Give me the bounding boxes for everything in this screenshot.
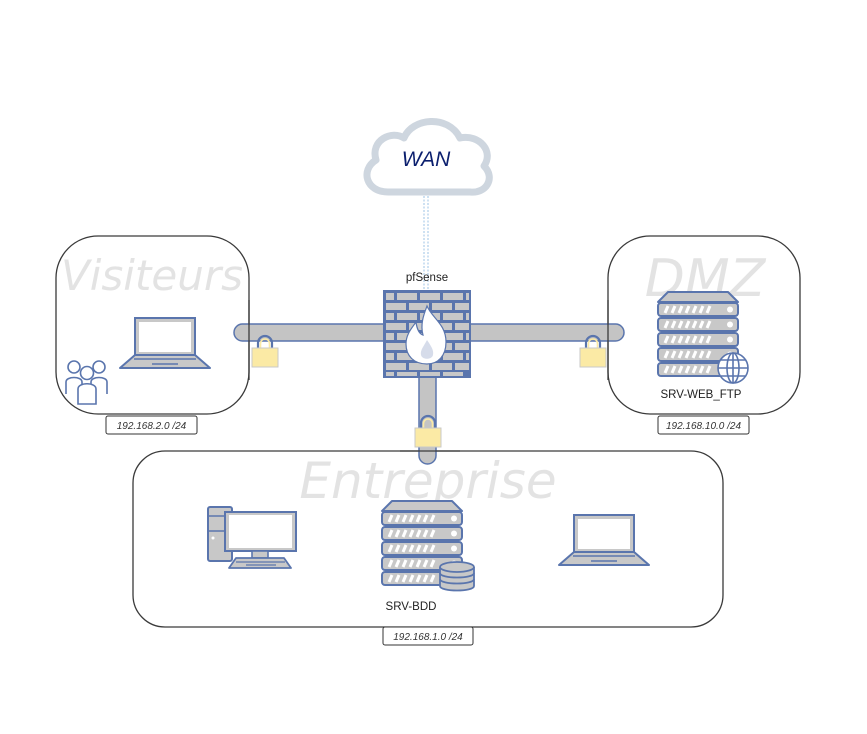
users-group-icon [65,360,108,405]
enterprise-desktop-icon[interactable] [207,506,297,569]
zone-visitors-title: Visiteurs [61,251,243,300]
db-server-label: SRV-BDD [386,601,437,613]
globe-icon [717,352,749,384]
subnet-visitors-label: 192.168.2.0 /24 [117,421,187,432]
cloud-icon [363,118,493,196]
wan-cloud[interactable]: WAN [363,118,493,196]
subnet-badge-dmz: 192.168.10.0 /24 [657,415,750,435]
dmz-web-server[interactable]: SRV-WEB_FTP [658,292,749,401]
firewall-pfsense[interactable]: pfSense [383,272,471,378]
firewall-label: pfSense [406,272,448,284]
enterprise-db-server[interactable]: SRV-BDD [382,501,475,613]
database-icon [439,561,475,592]
flame-icon [405,304,447,365]
subnet-badge-enterprise: 192.168.1.0 /24 [382,626,474,646]
pipe-visitors[interactable] [233,323,395,342]
web-server-label: SRV-WEB_FTP [661,389,742,401]
wan-label: WAN [402,148,451,171]
firewall-icon [383,290,471,378]
subnet-badge-visitors: 192.168.2.0 /24 [105,415,198,435]
subnet-enterprise-label: 192.168.1.0 /24 [393,632,463,643]
wan-link [423,196,429,292]
subnet-dmz-label: 192.168.10.0 /24 [666,421,742,432]
